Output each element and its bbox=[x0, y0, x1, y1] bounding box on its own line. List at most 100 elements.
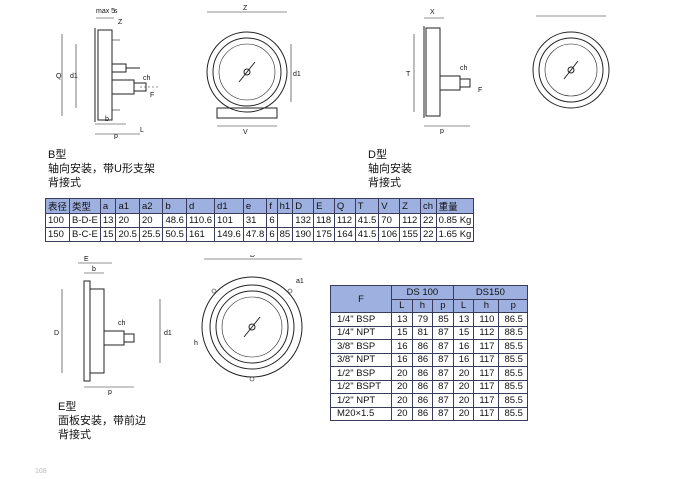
thread-value-cell: 117 bbox=[473, 406, 500, 421]
spec-header-cell: e bbox=[242, 198, 268, 214]
spec-header-cell: 表径 bbox=[44, 198, 71, 214]
thread-value-cell: 85.5 bbox=[498, 406, 528, 421]
spec-header-cell: d bbox=[185, 198, 216, 214]
dim-b: b bbox=[105, 116, 109, 123]
thread-size-cell: 1/4" NPT bbox=[330, 325, 392, 340]
spec-cell bbox=[276, 213, 294, 228]
thread-sub-header-cell: L bbox=[452, 298, 475, 313]
spec-cell: 106 bbox=[378, 227, 401, 242]
spec-header-cell: h1 bbox=[276, 198, 294, 214]
dim-max5: max 5 bbox=[96, 8, 115, 15]
spec-cell: 110.6 bbox=[185, 213, 216, 228]
thread-value-cell: 117 bbox=[473, 379, 500, 394]
spec-cell: 70 bbox=[378, 213, 401, 228]
thread-value-cell: 16 bbox=[391, 339, 413, 354]
thread-value-cell: 87 bbox=[432, 325, 454, 340]
spec-cell: 15 bbox=[99, 227, 117, 242]
spec-header-cell: Z bbox=[399, 198, 421, 214]
drawing-e-side: E b ch D d1 p bbox=[48, 255, 198, 395]
dim-ch: ch bbox=[143, 75, 151, 82]
spec-cell: 41.5 bbox=[354, 227, 380, 242]
thread-value-cell: 110 bbox=[473, 312, 500, 327]
dim-t: T bbox=[406, 71, 411, 78]
thread-value-cell: 86.5 bbox=[498, 312, 528, 327]
caption-e-title: E型 bbox=[58, 401, 77, 413]
spec-cell: 164 bbox=[333, 227, 356, 242]
spec-header-cell: d1 bbox=[214, 198, 244, 214]
thread-value-cell: 85.5 bbox=[498, 379, 528, 394]
spec-header-cell: Q bbox=[333, 198, 356, 214]
thread-size-cell: 1/4" BSP bbox=[330, 312, 392, 327]
thread-value-cell: 87 bbox=[432, 352, 454, 367]
spec-cell: 0.85 Kg bbox=[435, 213, 475, 228]
dim-p: p bbox=[114, 133, 118, 139]
thread-value-cell: 87 bbox=[432, 339, 454, 354]
thread-value-cell: 20 bbox=[452, 379, 475, 394]
spec-cell: 50.5 bbox=[162, 227, 187, 242]
dim-ch-e: ch bbox=[118, 320, 126, 327]
thread-value-cell: 13 bbox=[391, 312, 413, 327]
thread-value-cell: 112 bbox=[473, 325, 500, 340]
spec-cell: 112 bbox=[333, 213, 356, 228]
spec-cell: 41.5 bbox=[354, 213, 380, 228]
thread-value-cell: 16 bbox=[452, 339, 475, 354]
spec-header-cell: V bbox=[378, 198, 401, 214]
caption-e: E型 面板安装，带前边 背接式 bbox=[58, 400, 146, 442]
drawing-e-front: D h a1 bbox=[190, 255, 315, 395]
thread-value-cell: 85.5 bbox=[498, 352, 528, 367]
thread-value-cell: 15 bbox=[452, 325, 475, 340]
spec-cell: 112 bbox=[399, 213, 421, 228]
thread-value-cell: 20 bbox=[452, 366, 475, 381]
spec-cell: 190 bbox=[292, 227, 315, 242]
thread-value-cell: 85 bbox=[432, 312, 454, 327]
thread-value-cell: 13 bbox=[452, 312, 475, 327]
dim-d1-b: d1 bbox=[70, 73, 78, 80]
thread-size-cell: 1/2" NPT bbox=[330, 393, 392, 408]
caption-d: D型 轴向安装 背接式 bbox=[368, 148, 412, 190]
dim-d1-e: d1 bbox=[164, 330, 172, 337]
thread-sub-header-cell: h bbox=[473, 298, 500, 313]
thread-value-cell: 87 bbox=[432, 379, 454, 394]
thread-value-cell: 87 bbox=[432, 366, 454, 381]
thread-value-cell: 85.5 bbox=[498, 366, 528, 381]
dim-z-front: Z bbox=[243, 5, 248, 12]
spec-header-cell: ch bbox=[420, 198, 437, 214]
spec-cell: 20 bbox=[138, 213, 164, 228]
spec-header-cell: 重量 bbox=[435, 198, 475, 214]
spec-cell: 132 bbox=[292, 213, 315, 228]
dim-v: V bbox=[243, 129, 248, 136]
spec-header-cell: T bbox=[354, 198, 380, 214]
thread-value-cell: 86 bbox=[411, 379, 434, 394]
thread-value-cell: 86 bbox=[411, 406, 434, 421]
thread-value-cell: 87 bbox=[432, 393, 454, 408]
spec-cell: 47.8 bbox=[242, 227, 268, 242]
drawing-d-front bbox=[522, 10, 622, 125]
dim-b-e: b bbox=[92, 266, 96, 273]
thread-value-cell: 86 bbox=[411, 352, 434, 367]
caption-b-title: B型 bbox=[48, 149, 67, 161]
caption-d-line1: 轴向安装 bbox=[368, 163, 412, 175]
dim-x: X bbox=[430, 9, 435, 16]
drawing-b-front: Z d1 V bbox=[195, 4, 305, 139]
page-number: 108 bbox=[35, 468, 47, 475]
dim-f-d: F bbox=[478, 87, 482, 94]
dim-f: F bbox=[150, 92, 154, 99]
spec-cell: 25.5 bbox=[138, 227, 164, 242]
thread-value-cell: 86 bbox=[411, 393, 434, 408]
spec-cell: 161 bbox=[185, 227, 216, 242]
caption-b-line2: 背接式 bbox=[48, 177, 81, 189]
dim-h: h bbox=[194, 340, 198, 347]
spec-cell: 1.65 Kg bbox=[435, 227, 475, 242]
thread-value-cell: 87 bbox=[432, 406, 454, 421]
spec-cell: 31 bbox=[242, 213, 268, 228]
thread-size-cell: 1/2" BSP bbox=[330, 366, 392, 381]
thread-value-cell: 117 bbox=[473, 339, 500, 354]
dim-e: E bbox=[84, 256, 89, 263]
dim-l: L bbox=[140, 127, 144, 134]
